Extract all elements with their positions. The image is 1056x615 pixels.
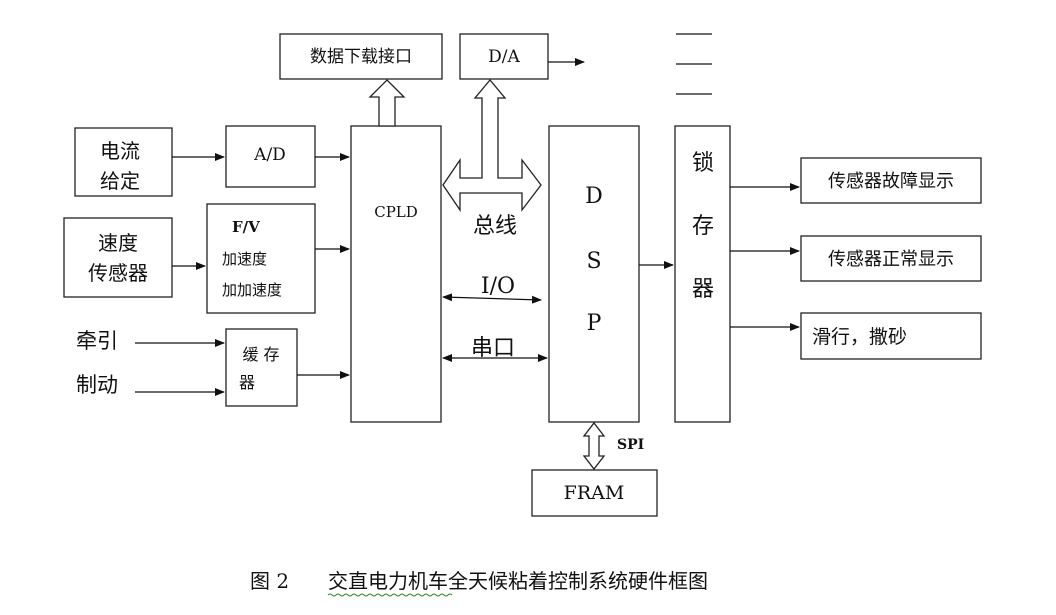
serial-label: 串口 [471,336,515,361]
da-block: D/A [459,33,549,80]
slide-sanding-label: 滑行，撒砂 [812,326,907,348]
da-label: D/A [488,47,520,67]
fv-label-3: 加加速度 [222,281,282,299]
sensor-fault-display-label: 传感器故障显示 [828,171,954,192]
ad-block: A/D [225,125,316,188]
spi-arrow [582,421,606,471]
sensor-normal-display-block: 传感器正常显示 [800,235,982,282]
spi-label: SPI [617,437,644,453]
cpld-to-download-port-arrow [368,79,406,127]
download-port-label: 数据下载接口 [310,47,412,67]
current-setpoint-block: 电流 给定 [74,127,173,197]
download-port-block: 数据下载接口 [279,33,443,80]
latch-label-2: 存 [692,214,714,239]
figure-number: 图 2 [250,569,289,593]
fv-block: F/V 加速度 加加速度 [206,203,316,314]
sensor-fault-display-block: 传感器故障显示 [800,157,982,204]
fram-block: FRAM [531,469,658,517]
fram-label: FRAM [564,482,625,504]
slide-sanding-block: 滑行，撒砂 [800,312,982,360]
traction-label: 牵引 [76,329,118,353]
figure-title-underline [327,593,453,597]
cpld-block: CPLD [350,125,442,423]
speed-sensor-label-1: 速度 [98,231,138,255]
ad-label: A/D [253,145,286,165]
fv-label-1: F/V [232,218,260,236]
bus-arrow [442,78,542,213]
latch-label-3: 器 [692,277,714,302]
buffer-label-2: 器 [239,373,255,392]
latch-label-1: 锁 [692,151,714,176]
speed-sensor-block: 速度 传感器 [63,217,173,298]
io-label: I/O [481,274,515,299]
sensor-normal-display-label: 传感器正常显示 [828,249,954,270]
braking-label: 制动 [76,373,118,397]
figure-title: 交直电力机车全天候粘着控制系统硬件框图 [328,569,708,593]
fv-label-2: 加速度 [222,250,267,268]
dsp-label-p: P [587,311,602,336]
bus-label: 总线 [473,214,517,239]
buffer-block: 缓 存 器 [225,328,298,407]
buffer-label-1: 缓 存 [242,345,279,364]
current-setpoint-label-2: 给定 [100,169,140,193]
dsp-block: D S P [548,125,640,423]
speed-sensor-label-2: 传感器 [88,261,148,285]
current-setpoint-label-1: 电流 [100,139,140,163]
io-arrow [442,293,542,304]
dsp-label-s: S [586,249,601,274]
cpld-label: CPLD [374,203,418,221]
latch-block: 锁 存 器 [674,125,731,423]
dsp-label-d: D [585,184,603,209]
